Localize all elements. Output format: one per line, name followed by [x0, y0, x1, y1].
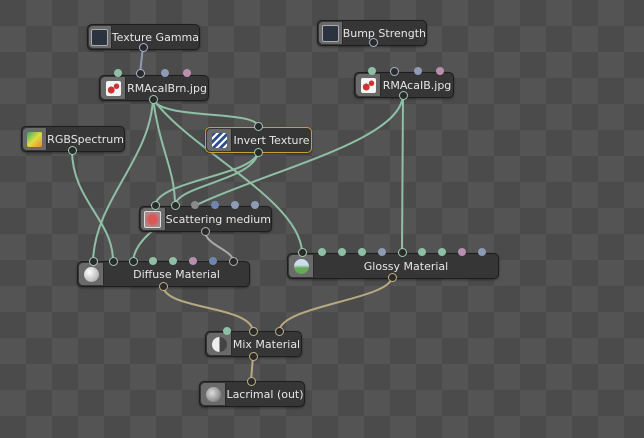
node-label: Scattering medium	[165, 212, 271, 226]
image-texture-icon	[101, 77, 126, 99]
node-texture-gamma[interactable]: Texture Gamma	[87, 24, 200, 50]
input-pin[interactable]	[418, 248, 426, 256]
node-label: Bump Strength	[342, 26, 426, 40]
input-pin[interactable]	[209, 257, 217, 265]
wire-scattering-to-diffuse	[204, 230, 234, 262]
connected-pin[interactable]	[136, 69, 145, 78]
connected-pin[interactable]	[249, 327, 258, 336]
wire-diffuse-to-mix	[162, 285, 254, 332]
wire-rmacaib-to-glossy	[401, 94, 404, 253]
connected-pin[interactable]	[399, 91, 408, 100]
input-pin[interactable]	[251, 201, 259, 209]
wire-rmacaibrn-to-diffuse	[92, 98, 154, 262]
wire-glossy-to-mix	[278, 276, 393, 332]
input-pin[interactable]	[368, 67, 376, 75]
input-pin[interactable]	[438, 248, 446, 256]
material-output-icon	[201, 383, 226, 405]
input-pin[interactable]	[231, 201, 239, 209]
node-label: RMAcaIB.jpg	[382, 78, 452, 92]
connected-pin[interactable]	[149, 95, 158, 104]
input-pin[interactable]	[114, 69, 122, 77]
connected-pin[interactable]	[254, 148, 263, 157]
input-pin[interactable]	[458, 248, 466, 256]
wire-invert-to-scattering	[154, 151, 259, 206]
connected-pin[interactable]	[89, 257, 98, 266]
input-pin[interactable]	[414, 67, 422, 75]
connected-pin[interactable]	[369, 38, 378, 47]
connected-pin[interactable]	[247, 377, 256, 386]
float-value-icon	[89, 26, 112, 48]
image-texture-icon	[356, 74, 381, 96]
input-pin[interactable]	[161, 69, 169, 77]
node-bump-strength[interactable]: Bump Strength	[317, 20, 427, 46]
node-label: Diffuse Material	[133, 267, 220, 281]
input-pin[interactable]	[358, 248, 366, 256]
node-label: Invert Texture	[233, 133, 310, 147]
connected-pin[interactable]	[298, 248, 307, 257]
input-pin[interactable]	[318, 248, 326, 256]
connected-pin[interactable]	[390, 67, 399, 76]
input-pin[interactable]	[338, 248, 346, 256]
rgb-spectrum-icon	[23, 128, 48, 150]
wire-rmacaibrn-to-glossy	[152, 98, 303, 253]
input-pin[interactable]	[149, 257, 157, 265]
connected-pin[interactable]	[109, 257, 118, 266]
input-pin[interactable]	[183, 69, 191, 77]
glossy-sphere-icon	[289, 255, 314, 277]
node-label: RMAcaIBrn.jpg	[127, 81, 207, 95]
connected-pin[interactable]	[129, 257, 138, 266]
input-pin[interactable]	[191, 201, 199, 209]
connected-pin[interactable]	[171, 201, 180, 210]
connected-pin[interactable]	[151, 201, 160, 210]
node-label: Mix Material	[232, 337, 301, 351]
input-pin[interactable]	[436, 67, 444, 75]
input-pin[interactable]	[189, 257, 197, 265]
float-value-icon	[319, 22, 343, 44]
wire-rmacaibrn-to-scattering	[152, 98, 176, 206]
connected-pin[interactable]	[68, 146, 77, 155]
diffuse-sphere-icon	[79, 263, 104, 285]
input-pin[interactable]	[478, 248, 486, 256]
wire-rmacaibrn-to-invert	[152, 98, 259, 127]
wire-invert-to-scattering-2	[174, 151, 259, 206]
wire-rgb-to-diffuse	[71, 149, 114, 262]
connected-pin[interactable]	[388, 273, 397, 282]
connected-pin[interactable]	[398, 248, 407, 257]
connected-pin[interactable]	[254, 122, 263, 131]
node-label: RGBSpectrum	[47, 132, 124, 146]
input-pin[interactable]	[223, 327, 231, 335]
node-label: Glossy Material	[363, 259, 449, 273]
node-label: Lacrimal (out)	[226, 387, 304, 401]
connected-pin[interactable]	[275, 327, 284, 336]
connected-pin[interactable]	[159, 282, 168, 291]
node-scattering-medium[interactable]: Scattering medium	[139, 206, 272, 232]
scattering-icon	[141, 208, 166, 230]
wire-rmacaib-to-diffuse	[132, 94, 404, 262]
node-label: Texture Gamma	[111, 30, 199, 44]
mix-material-icon	[207, 333, 232, 355]
input-pin[interactable]	[211, 201, 219, 209]
invert-texture-icon	[207, 129, 232, 151]
connected-pin[interactable]	[201, 227, 210, 236]
connected-pin[interactable]	[229, 257, 238, 266]
connected-pin[interactable]	[249, 352, 258, 361]
input-pin[interactable]	[378, 248, 386, 256]
input-pin[interactable]	[169, 257, 177, 265]
connected-pin[interactable]	[139, 43, 148, 52]
